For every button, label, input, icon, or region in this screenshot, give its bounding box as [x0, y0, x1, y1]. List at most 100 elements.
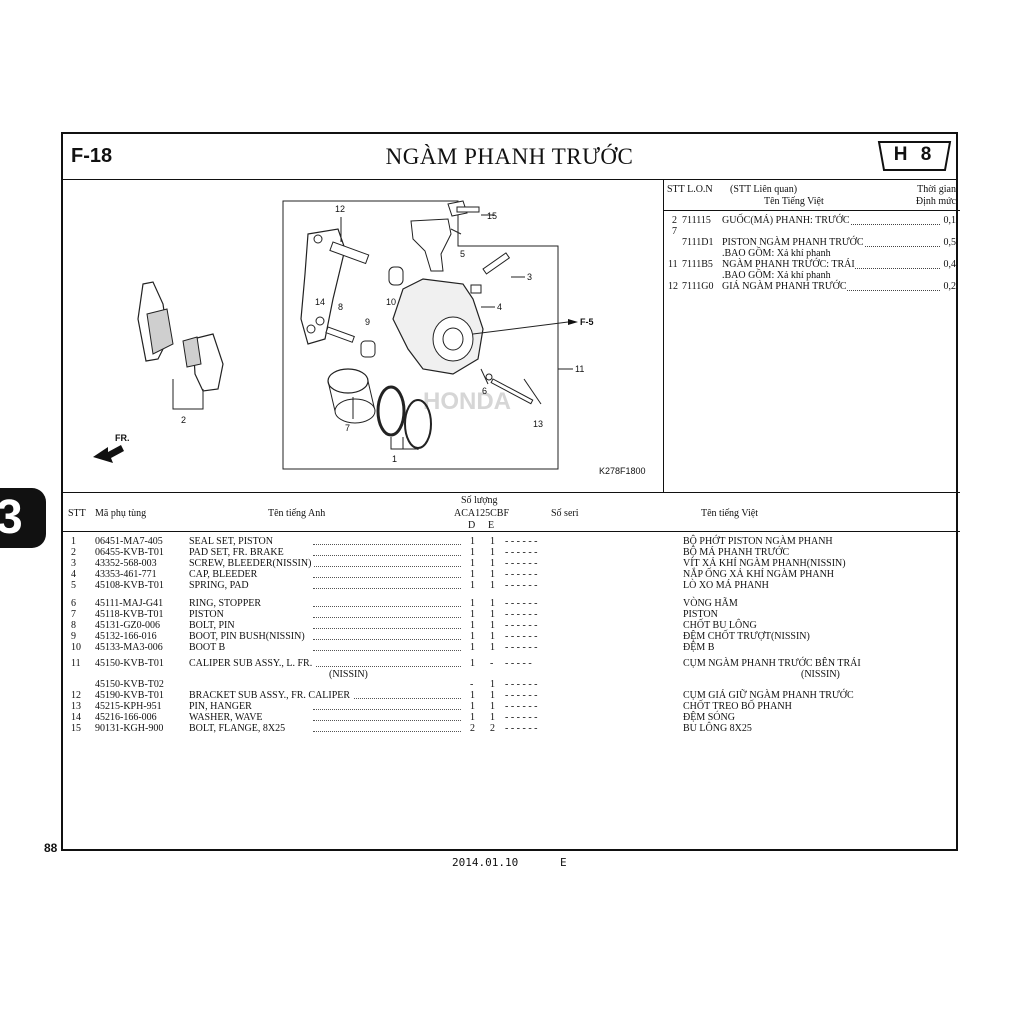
cell-stt: 13 [71, 701, 81, 712]
cell-serial: - - - - - - [505, 723, 538, 734]
cell-part-no: 45215-KPH-951 [95, 701, 162, 712]
cell-stt: 12 [71, 690, 81, 701]
cell-serial: - - - - - - [505, 712, 538, 723]
cell-qty-d: 1 [470, 558, 475, 569]
cell-qty-e: 1 [490, 547, 495, 558]
cell-qty-e: 2 [490, 723, 495, 734]
leader-dots [313, 690, 461, 699]
piston-seal-inner [404, 399, 432, 449]
cell-qty-e: 1 [490, 580, 495, 591]
cell-name-vn: ĐỆM B [683, 642, 715, 653]
cell-part-no: 43353-461-771 [95, 569, 157, 580]
page-number: 88 [44, 841, 58, 855]
front-direction-arrow [93, 445, 124, 463]
cell-serial: - - - - - - [505, 642, 538, 653]
section-tab: 3 [0, 488, 46, 548]
leader-dots [313, 631, 461, 640]
cell-name-vn: VÒNG HÃM [683, 598, 738, 609]
callout-5: 5 [460, 249, 465, 259]
col-header-e: E [488, 520, 495, 531]
cell-serial: - - - - - - [505, 620, 538, 631]
cell-qty-e: 1 [490, 536, 495, 547]
labor-row: .BAO GỒM: Xả khí phanh [722, 270, 831, 281]
cell-qty-d: - [470, 679, 474, 690]
cell-part-no: 45150-KVB-T02 [95, 679, 164, 690]
cell-qty-d: 2 [470, 723, 475, 734]
cell-part-no: 45150-KVB-T01 [95, 658, 164, 669]
cell-name-vn: LÒ XO MÁ PHANH [683, 580, 769, 591]
cell-name-vn: CỤM NGÀM PHANH TRƯỚC BÊN TRÁI [683, 658, 861, 669]
cell-qty-d: 1 [470, 547, 475, 558]
cell-name-en: CALIPER SUB ASSY., L. FR. [189, 658, 316, 669]
callout-6: 6 [482, 386, 487, 396]
leader-dots [313, 658, 461, 667]
cell-part-no: 45133-MA3-006 [95, 642, 163, 653]
leader-dots [313, 620, 461, 629]
cell-qty-d: 1 [470, 536, 475, 547]
callout-2: 2 [181, 415, 186, 425]
cell-part-no: 45132-166-016 [95, 631, 157, 642]
cell-name-vn: BỘ MÁ PHANH TRƯỚC [683, 547, 790, 558]
cell-part-no: 45111-MAJ-G41 [95, 598, 164, 609]
table-header-rule [63, 531, 960, 532]
cell-part-no: 45216-166-006 [95, 712, 157, 723]
exploded-diagram: HONDA [63, 179, 664, 492]
leader-dots [313, 547, 461, 556]
group-badge-label: H 8 [893, 144, 936, 165]
cell-qty-e: 1 [490, 569, 495, 580]
cell-stt: 5 [71, 580, 76, 591]
cell-name-vn: BỘ PHỚT PISTON NGÀM PHANH [683, 536, 833, 547]
cell-qty-d: 1 [470, 658, 475, 669]
leader-dots [313, 642, 461, 651]
cell-name-en: SPRING, PAD [189, 580, 252, 591]
cell-stt: 6 [71, 598, 76, 609]
callout-14: 14 [315, 297, 325, 307]
cell-name-vn: BU LÔNG 8X25 [683, 723, 752, 734]
piston-seal-outer [376, 385, 406, 437]
cell-stt: 15 [71, 723, 81, 734]
cell-stt: 8 [71, 620, 76, 631]
cell-name-en: WASHER, WAVE [189, 712, 266, 723]
cell-qty-d: 1 [470, 609, 475, 620]
col-header-serial: Số seri [551, 508, 579, 519]
labor-row: 7 [672, 226, 677, 237]
cell-name-vn: CHỐT TREO BỐ PHANH [683, 701, 792, 712]
labor-header-name: Tên Tiếng Việt [764, 196, 824, 207]
leader-dots [313, 609, 461, 618]
cell-serial: - - - - - - [505, 558, 538, 569]
edition-mark: E [560, 856, 567, 869]
leader-dots [313, 598, 461, 607]
col-header-model: ACA125CBF [454, 508, 510, 519]
col-header-d: D [468, 520, 476, 531]
cell-serial: - - - - - - [505, 631, 538, 642]
cell-name-en: BOOT, PIN BUSH(NISSIN) [189, 631, 308, 642]
cell-qty-d: 1 [470, 631, 475, 642]
cell-qty-e: 1 [490, 558, 495, 569]
cell-name-en: CAP, BLEEDER [189, 569, 261, 580]
cell-qty-e: 1 [490, 701, 495, 712]
cell-name-vn: ĐỆM SÓNG [683, 712, 735, 723]
cell-name-en: PISTON [189, 609, 227, 620]
leader-dots [313, 569, 461, 578]
col-header-name-vn: Tên tiếng Việt [701, 508, 758, 519]
labor-time-panel: STT L.O.N (STT Liên quan) Tên Tiếng Việt… [664, 179, 960, 492]
section-tab-number: 3 [0, 491, 23, 544]
cell-serial: - - - - - [505, 658, 532, 669]
callout-10: 10 [386, 297, 396, 307]
cell-serial: - - - - - - [505, 547, 538, 558]
cell-name-en: BOOT B [189, 642, 229, 653]
parts-table: STT Mã phụ tùng Tên tiếng Anh Số lượng A… [63, 492, 960, 854]
svg-text:FR.: FR. [115, 433, 130, 443]
cell-stt: 1 [71, 536, 76, 547]
leader-dots [313, 701, 461, 710]
cell-name-vn-cont: (NISSIN) [801, 669, 840, 680]
callout-1: 1 [392, 454, 397, 464]
cell-qty-d: 1 [470, 701, 475, 712]
